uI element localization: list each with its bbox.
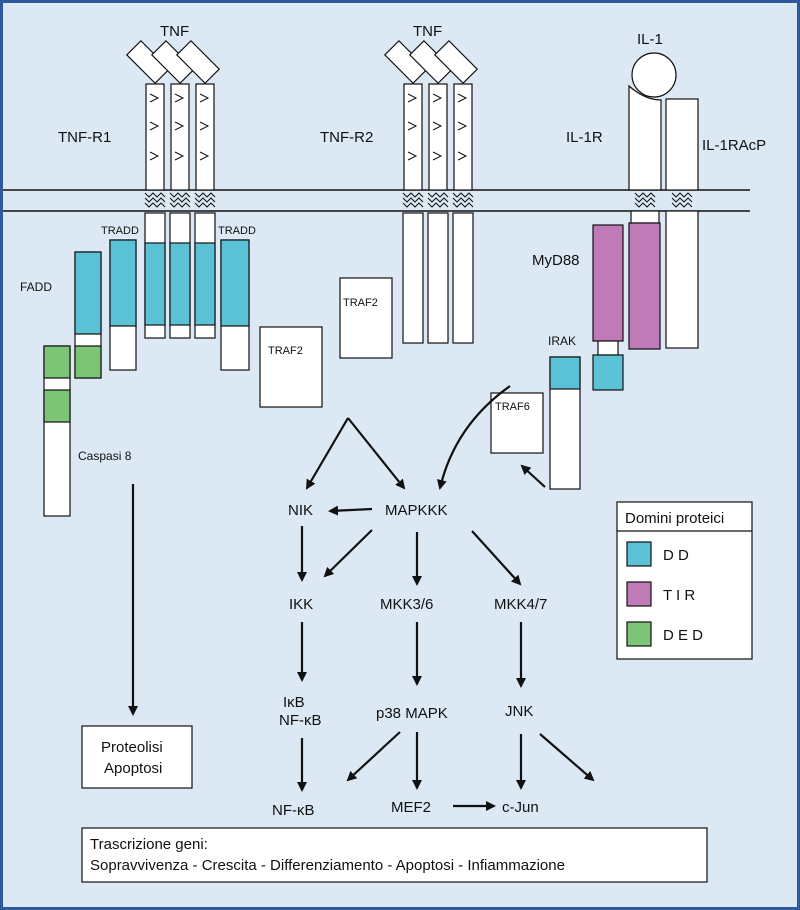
tradd-left (109, 239, 137, 371)
jnk-label: JNK (505, 703, 533, 720)
traf2-box-b (339, 277, 393, 359)
mkk36-label: MKK3/6 (380, 596, 433, 613)
ikk-label: IKK (289, 596, 313, 613)
legend-swatch-ded (626, 621, 652, 647)
tnfr1-death-domain-a (144, 242, 166, 326)
tnfr2-extracellular (403, 83, 473, 191)
p38-mapk-label: p38 MAPK (376, 705, 448, 722)
tradd-right (220, 239, 250, 371)
il1r-label: IL-1R (566, 129, 603, 146)
tnfr1-death-domain-b (169, 242, 191, 326)
tnf-label-1: TNF (160, 23, 189, 40)
legend-label-dd: D D (663, 547, 689, 564)
il1-label: IL-1 (637, 31, 663, 48)
myd88-label: MyD88 (532, 252, 580, 269)
tnf-label-2: TNF (413, 23, 442, 40)
mapkkk-label: MAPKKK (385, 502, 448, 519)
il1racp-extracellular (665, 98, 699, 191)
tnfr1-death-domain-c (194, 242, 216, 326)
tnfr2-label: TNF-R2 (320, 129, 373, 146)
nfkb-label: NF-κB (272, 802, 315, 819)
transcription-title: Trascrizione geni: (90, 836, 208, 853)
myd88 (592, 224, 624, 391)
transcription-box (81, 827, 708, 883)
tnfr2-trimer (383, 39, 479, 344)
legend-swatch-dd (626, 541, 652, 567)
tnfr1-trimer (125, 39, 221, 339)
traf6-box (490, 392, 544, 454)
il1-ligand (631, 52, 677, 98)
traf2-label-b: TRAF2 (343, 297, 378, 309)
tnfr1-label: TNF-R1 (58, 129, 111, 146)
irak (549, 356, 581, 490)
caspase8-label: Caspasi 8 (78, 449, 132, 463)
legend-title: Domini proteici (625, 510, 724, 527)
fadd (74, 251, 102, 379)
nik-label: NIK (288, 502, 313, 519)
transcription-outcomes: Sopravvivenza - Crescita - Differenziame… (90, 857, 565, 874)
legend-label-tir: T I R (663, 587, 695, 604)
il1racp-intracellular (665, 210, 699, 349)
apoptosis-outcome-line1: Proteolisi (101, 739, 163, 756)
fadd-label: FADD (20, 280, 52, 294)
caspase8 (43, 345, 71, 517)
legend-swatch-tir (626, 581, 652, 607)
il1r-tir-domain (628, 222, 661, 350)
traf6-label: TRAF6 (495, 401, 530, 413)
il1racp-label: IL-1RAcP (702, 137, 766, 154)
tnf-ligand-1 (125, 39, 221, 85)
legend: Domini proteici D D T I R D E D (616, 501, 753, 660)
il1-receptor-complex (628, 52, 699, 350)
traf2-label-a: TRAF2 (268, 345, 303, 357)
mef2-label: MEF2 (391, 799, 431, 816)
apoptosis-outcome-line2: Apoptosi (104, 760, 162, 777)
apoptosis-outcome-box (81, 725, 193, 789)
irak-label: IRAK (548, 334, 576, 348)
nfkb-complex-label: NF-κB (279, 712, 322, 729)
il1r-extracellular (628, 84, 662, 191)
tradd-right-label: TRADD (218, 225, 256, 237)
tnf-ligand-2 (383, 39, 479, 85)
tradd-left-label: TRADD (101, 225, 139, 237)
legend-label-ded: D E D (663, 627, 703, 644)
mkk47-label: MKK4/7 (494, 596, 547, 613)
cjun-label: c-Jun (502, 799, 539, 816)
tnfr1-extracellular (145, 83, 215, 191)
ikb-label: IκB (283, 694, 305, 711)
pathway-arrows (128, 385, 595, 811)
traf2-box-a (259, 326, 323, 408)
